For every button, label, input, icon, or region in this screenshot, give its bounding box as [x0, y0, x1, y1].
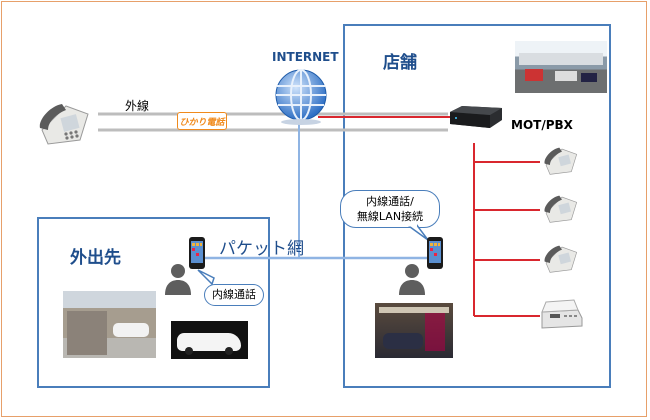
fax-icon: [541, 299, 583, 329]
extension-phone-3-icon: [544, 245, 578, 273]
store-callout-bubble: 内線通話/ 無線LAN接続: [340, 190, 440, 228]
store-callout-line2: 無線LAN接続: [356, 210, 424, 223]
outside-line-label: 外線: [125, 99, 150, 113]
remote-callout-text: 内線通話: [212, 288, 256, 301]
internet-label: INTERNET: [272, 50, 339, 64]
globe-icon: [275, 69, 327, 125]
car-photo: [171, 321, 248, 359]
desk-phone-icon: [39, 104, 89, 145]
house-photo: [63, 291, 156, 358]
hikari-denwa-logo: ひかり電話: [177, 112, 227, 130]
packet-network-label: パケット網: [219, 239, 304, 259]
store-title: 店舗: [383, 53, 417, 73]
remote-title: 外出先: [70, 248, 121, 268]
store-callout-line1: 内線通話/: [366, 195, 414, 208]
pbx-box-icon: [450, 106, 502, 128]
remote-callout-tail: [197, 269, 215, 286]
mot-pbx-label: MOT/PBX: [511, 118, 573, 132]
remote-callout-bubble: 内線通話: [204, 284, 264, 306]
store-photo: [515, 41, 607, 93]
extension-phone-2-icon: [544, 195, 578, 223]
remote-panel: [37, 217, 270, 388]
garage-photo: [375, 303, 453, 358]
remote-smartphone-icon: [189, 237, 205, 269]
extension-phone-1-icon: [544, 147, 578, 175]
person-icon: [399, 264, 425, 295]
remote-person-icon: [165, 264, 191, 295]
store-callout-tail: [404, 224, 429, 241]
smartphone-icon: [427, 237, 443, 269]
